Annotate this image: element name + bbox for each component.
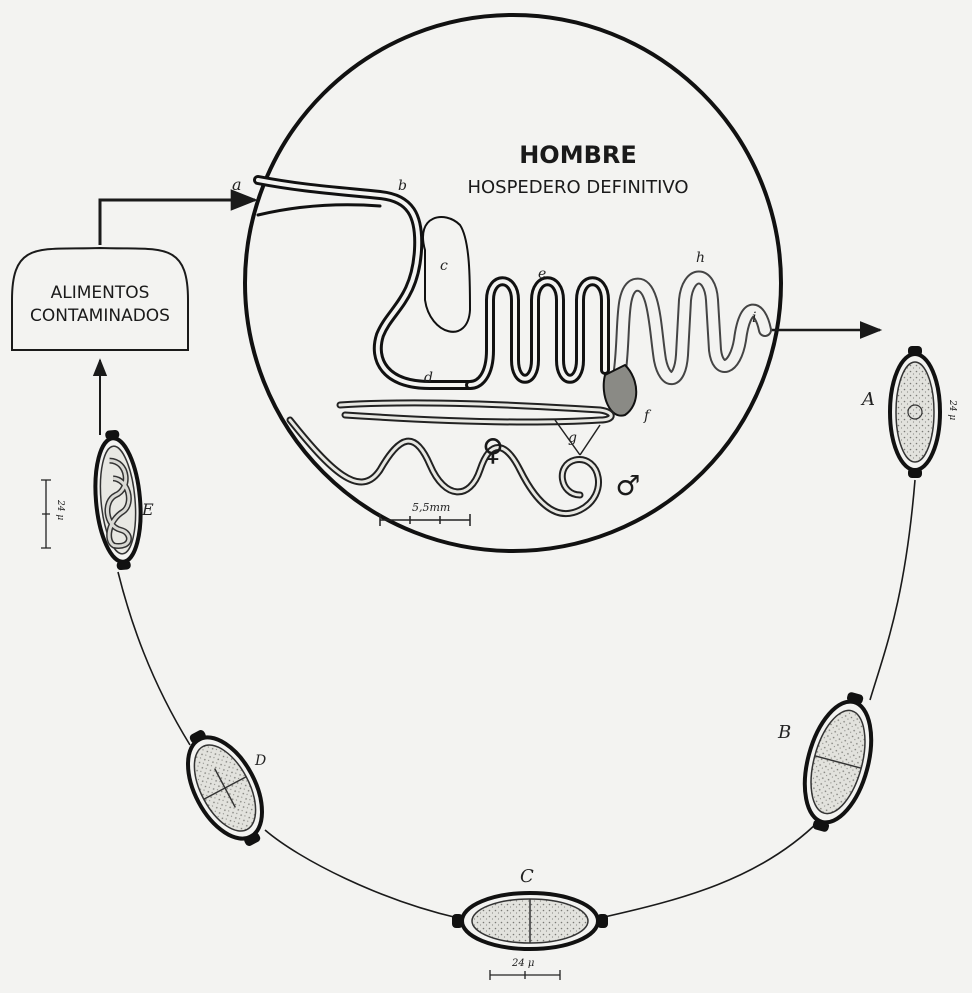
egg-c-label: C <box>520 866 534 887</box>
egg-a-scale: 24 μ <box>947 399 957 420</box>
egg-b-label: B <box>777 722 791 743</box>
egg-a <box>890 346 940 478</box>
digestive-tract <box>258 180 765 416</box>
egg-e <box>90 428 146 571</box>
label-a: a <box>232 175 242 194</box>
female-worm <box>340 403 611 422</box>
male-symbol: ♂ <box>615 469 640 502</box>
host-subtitle: HOSPEDERO DEFINITIVO <box>467 177 688 198</box>
egg-b <box>791 686 886 839</box>
label-h: h <box>696 250 705 266</box>
male-worm <box>290 420 599 514</box>
egg-e-label: E <box>141 500 154 519</box>
cycle-arc <box>118 480 915 918</box>
egg-e-scale: 24 μ <box>55 499 65 520</box>
food-box-line2: CONTAMINADOS <box>30 306 170 326</box>
egg-c <box>452 893 608 949</box>
female-symbol: ♀ <box>482 433 504 468</box>
pointer-lines <box>555 420 600 455</box>
egg-a-label: A <box>860 389 875 410</box>
worm-scale-label: 5,5mm <box>412 501 450 514</box>
ingestion-arrow <box>100 200 255 245</box>
label-c: c <box>440 258 448 274</box>
host-title: HOMBRE <box>519 141 637 169</box>
label-b: b <box>398 178 407 194</box>
egg-d-label: D <box>254 753 266 769</box>
label-i: i <box>752 310 756 326</box>
label-d: d <box>424 370 433 386</box>
label-f: f <box>643 408 652 424</box>
egg-c-scale-bar <box>490 970 560 980</box>
label-g: g <box>568 430 577 446</box>
label-e: e <box>538 266 546 282</box>
food-box-line1: ALIMENTOS <box>51 283 150 303</box>
egg-c-scale: 24 μ <box>511 958 534 969</box>
egg-e-scale-bar <box>41 480 51 548</box>
